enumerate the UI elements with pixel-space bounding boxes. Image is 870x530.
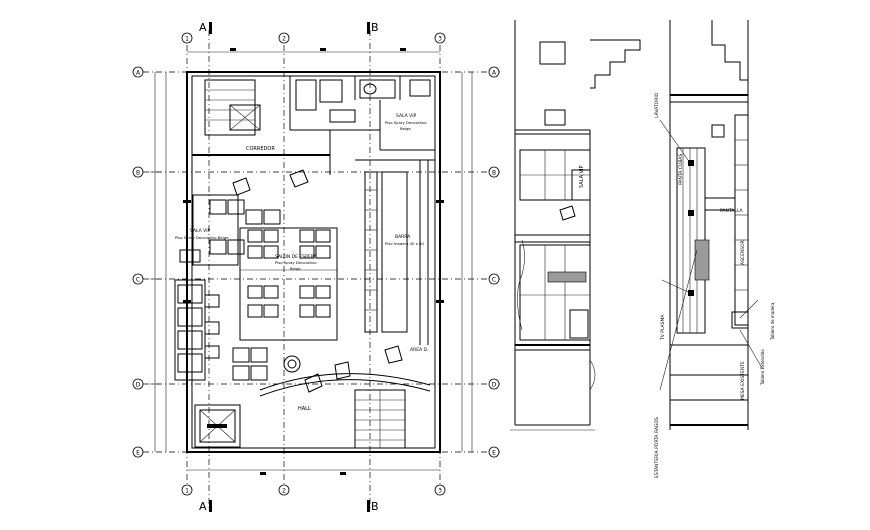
section-ventana: PANTA CUBAS xyxy=(678,154,684,185)
section-mesa-existente: MESA EXISTENTE xyxy=(740,361,746,400)
bar-counter xyxy=(355,159,435,345)
sala-vip-left-label: SALA VIP xyxy=(190,228,211,234)
grid-row-b-right: B xyxy=(492,170,496,177)
hall-label: HALL xyxy=(298,406,311,412)
section-a-drawing xyxy=(510,20,641,431)
grid-row-a-left: A xyxy=(136,70,141,77)
section-sala-vip: SALA VIP xyxy=(579,165,585,188)
corredor-label: CORREDOR xyxy=(246,146,275,152)
grid-row-d-right: D xyxy=(492,382,497,389)
sala-vip-top-sub1: Piso Spray Decorativo xyxy=(385,120,427,125)
grid-col-2-bottom: 2 xyxy=(282,488,286,495)
entrance-curve xyxy=(259,345,431,397)
barra-label: BARRA xyxy=(395,234,411,240)
section-lavatorio: LAVATORIO xyxy=(654,92,660,118)
section-a-top: A xyxy=(199,21,207,34)
area-label: AREA D. xyxy=(410,347,428,353)
grid-bubbles: 1 2 3 1 2 3 A B C D E A B C D E xyxy=(132,32,500,496)
grid-row-e-right: E xyxy=(492,450,496,457)
section-b-top: B xyxy=(371,21,379,34)
section-b-drawing xyxy=(659,20,763,430)
grid-col-1-bottom: 1 xyxy=(185,488,189,495)
grid-col-3-bottom: 3 xyxy=(438,488,442,495)
hall-area xyxy=(194,389,406,449)
section-b-bottom: B xyxy=(371,500,379,513)
section-tv-plasma: TV PLASMA xyxy=(660,314,666,341)
grid-row-c-right: C xyxy=(492,277,496,284)
sala-vip-left-sub: Piso Spray Decorativo Beige xyxy=(175,235,229,240)
section-ascensor: ASCENSOR xyxy=(740,240,746,265)
barra-sub: Piso madera 40 x 40 xyxy=(385,241,425,246)
grid-row-c-left: C xyxy=(136,277,140,284)
section-tablero-ext: Tablero Extendido xyxy=(760,349,765,386)
salon-sub2: Beige xyxy=(290,266,301,271)
grid-row-a-right: A xyxy=(492,70,497,77)
grid-row-d-left: D xyxy=(136,382,141,389)
vip-left-seating xyxy=(174,169,323,393)
sala-vip-top-label: SALA VIP xyxy=(396,113,417,119)
grid-col-1-top: 1 xyxy=(185,36,189,43)
section-estanteria: ESTANTERIA PORTA RAGOS xyxy=(654,417,660,478)
section-pantalla: PANTALLA xyxy=(720,208,743,214)
section-marks: A B A B xyxy=(199,21,379,513)
grid-row-b-left: B xyxy=(136,170,140,177)
grid-row-e-left: E xyxy=(136,450,140,457)
section-tablero: Tablero de madera xyxy=(770,302,775,341)
sala-vip-top-sub2: Beige xyxy=(400,126,411,131)
grid-col-3-top: 3 xyxy=(438,36,442,43)
salon-label: SALON DE ESPERA xyxy=(275,254,318,260)
grid-col-2-top: 2 xyxy=(282,36,286,43)
salon-sub1: Piso Spray Decorativo xyxy=(275,260,317,265)
section-a-bottom: A xyxy=(199,500,207,513)
salon-seating xyxy=(239,227,338,341)
